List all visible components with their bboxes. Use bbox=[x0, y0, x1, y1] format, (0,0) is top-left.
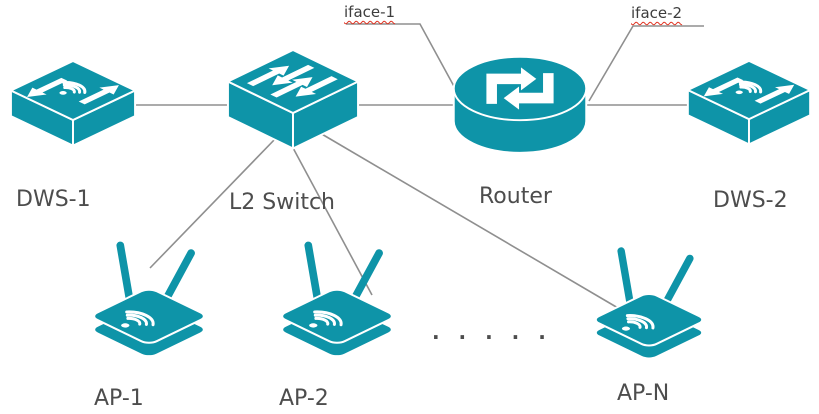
wireless-switch-icon bbox=[6, 56, 140, 151]
node-dws-2 bbox=[683, 56, 815, 149]
node-router bbox=[448, 52, 592, 156]
label-dws-1: DWS-1 bbox=[16, 187, 91, 212]
access-point-icon bbox=[82, 241, 216, 366]
node-ap-2 bbox=[270, 232, 404, 366]
callout-line-iface-1 bbox=[346, 23, 463, 102]
label-iface-1: iface-1 bbox=[344, 3, 396, 21]
ellipsis-more-aps: . . . . . bbox=[432, 320, 552, 344]
label-ap-2: AP-2 bbox=[279, 386, 329, 411]
antenna-icon bbox=[350, 249, 383, 303]
label-ap-1: AP-1 bbox=[94, 386, 144, 411]
access-point-icon bbox=[584, 247, 714, 368]
wireless-switch-icon bbox=[683, 56, 815, 149]
antenna-icon bbox=[304, 241, 322, 305]
router-icon bbox=[452, 55, 588, 154]
label-router: Router bbox=[479, 184, 552, 209]
node-dws-1 bbox=[6, 56, 140, 151]
access-point-icon bbox=[270, 241, 404, 366]
antenna-icon bbox=[116, 241, 134, 305]
l2-switch-icon bbox=[226, 48, 360, 150]
edge-l2switch-ap1 bbox=[149, 137, 277, 269]
callout-line-iface-2 bbox=[588, 25, 704, 102]
label-iface-2: iface-2 bbox=[631, 4, 683, 22]
node-l2-switch bbox=[224, 46, 362, 154]
node-ap-n bbox=[584, 238, 714, 368]
label-l2-switch: L2 Switch bbox=[229, 190, 335, 215]
edge-l2switch-ap2 bbox=[291, 145, 373, 296]
antenna-icon bbox=[617, 247, 635, 309]
edge-l2switch-apn bbox=[319, 132, 619, 309]
antenna-icon bbox=[662, 254, 694, 307]
antenna-icon bbox=[162, 249, 195, 303]
label-ap-n: AP-N bbox=[617, 381, 670, 406]
label-dws-2: DWS-2 bbox=[713, 188, 788, 213]
node-ap-1 bbox=[82, 232, 216, 366]
